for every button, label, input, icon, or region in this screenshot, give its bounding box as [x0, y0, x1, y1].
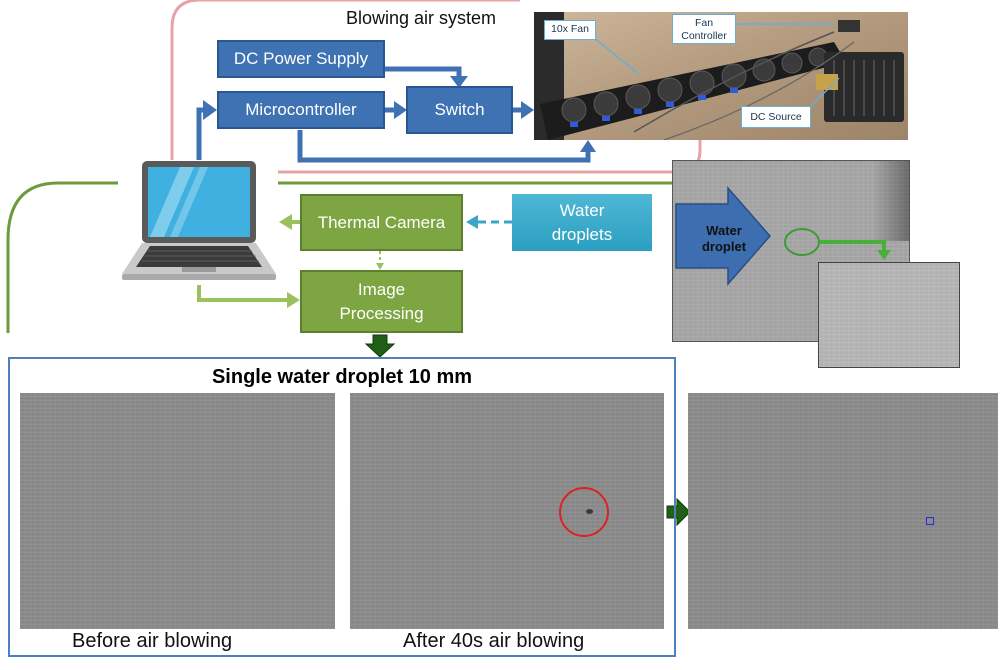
after-thermal-image: [350, 393, 664, 629]
water-droplet-arrow-label: Water droplet: [701, 223, 747, 254]
droplet-shadow: [873, 161, 909, 241]
results-title: Single water droplet 10 mm: [211, 366, 473, 388]
fan-controller-callout: Fan Controller: [672, 14, 736, 44]
micro-to-fan-controller-arrow: [297, 130, 591, 163]
droplet-highlight-circle: [784, 228, 820, 256]
power-to-switch-arrow: [385, 66, 462, 78]
microcontroller-box: Microcontroller: [217, 91, 385, 129]
switch-box: Switch: [406, 86, 513, 134]
processing-to-results-arrow: [364, 334, 396, 358]
results-frame: [8, 357, 676, 657]
dc-source-callout: DC Source: [741, 106, 811, 128]
air-system-outline: [170, 0, 520, 160]
detection-result-arrow: [666, 497, 691, 527]
detection-circle: [559, 487, 609, 537]
image-processing-box: Image Processing: [300, 270, 463, 333]
droplet-zoom-photo: [818, 262, 960, 368]
laptop-icon: [122, 161, 276, 280]
fan-rig-photo: 10x Fan Fan Controller DC Source: [534, 12, 908, 140]
thermal-camera-box: Thermal Camera: [300, 194, 463, 251]
processed-thermal-image: [688, 393, 998, 629]
laptop-to-processing-arrow: [197, 285, 288, 302]
droplet-inset-overlay: [675, 186, 891, 286]
dc-power-supply-box: DC Power Supply: [217, 40, 385, 78]
image-path-outline: [6, 181, 118, 333]
water-droplet-arrow: [675, 186, 771, 286]
fan-callout: 10x Fan: [544, 20, 596, 40]
air-system-outline-right: [278, 140, 702, 174]
before-caption: Before air blowing: [72, 630, 233, 652]
system-title: Blowing air system: [346, 8, 497, 28]
water-droplets-box: Water droplets: [512, 194, 652, 251]
callout-leaders: [593, 23, 840, 109]
after-caption: After 40s air blowing: [403, 630, 585, 652]
before-thermal-image: [20, 393, 335, 629]
detection-marker: [926, 517, 934, 525]
